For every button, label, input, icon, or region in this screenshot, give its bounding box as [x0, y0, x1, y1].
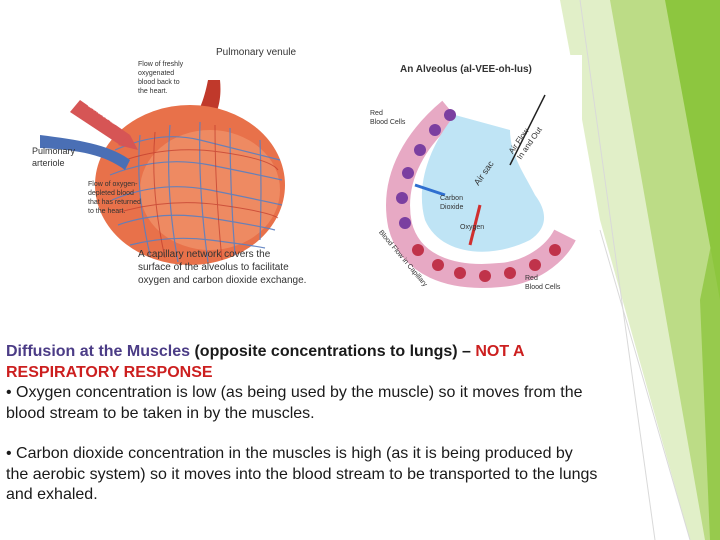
heading-opposite: (opposite concentrations to lungs) – [190, 343, 476, 360]
alveolus-title: An Alveolus (al-VEE-oh-lus) [400, 64, 532, 75]
svg-text:Air Flow In and Out: Air Flow In and Out [507, 119, 544, 161]
capillary-network-diagram: Pulmonary venule Flow of freshly oxygena… [32, 47, 306, 286]
slide-body-text: Diffusion at the Muscles (opposite conce… [6, 342, 598, 506]
red-blood-cells-top [396, 109, 456, 229]
oxygen-arrow-icon [468, 204, 482, 246]
spacer [6, 424, 598, 444]
slide-heading: Diffusion at the Muscles (opposite conce… [6, 342, 598, 383]
pulmonary-arteriole-label: Pulmonary arteriole [32, 146, 78, 168]
heading-diffusion: Diffusion at the Muscles [6, 343, 191, 360]
heading-not-respiratory: NOT A RESPIRATORY RESPONSE [6, 343, 524, 381]
air-flow-arrow-icon [509, 94, 546, 166]
pulmonary-venule-label: Pulmonary venule [216, 47, 296, 58]
svg-text:Red Blood Cells: Red Blood Cells [370, 110, 406, 126]
co2-arrow-icon [414, 183, 446, 197]
red-blood-cells-bottom [412, 244, 561, 282]
svg-text:Oxygen: Oxygen [460, 224, 484, 231]
capillary-caption: A capillary network covers the surface o… [138, 249, 306, 286]
svg-text:Red Blood Cells: Red Blood Cells [525, 275, 561, 291]
bullet-carbon-dioxide: • Carbon dioxide concentration in the mu… [6, 445, 598, 503]
flow-depleted-label: Flow of oxygen- depleted blood that has … [88, 181, 143, 215]
alveolus-diagram: An Alveolus (al-VEE-oh-lus) [360, 55, 582, 305]
svg-text:Carbon Dioxide: Carbon Dioxide [440, 195, 465, 211]
bullet-oxygen: • Oxygen concentration is low (as being … [6, 384, 583, 422]
flow-fresh-label: Flow of freshly oxygenated blood back to… [138, 61, 185, 95]
